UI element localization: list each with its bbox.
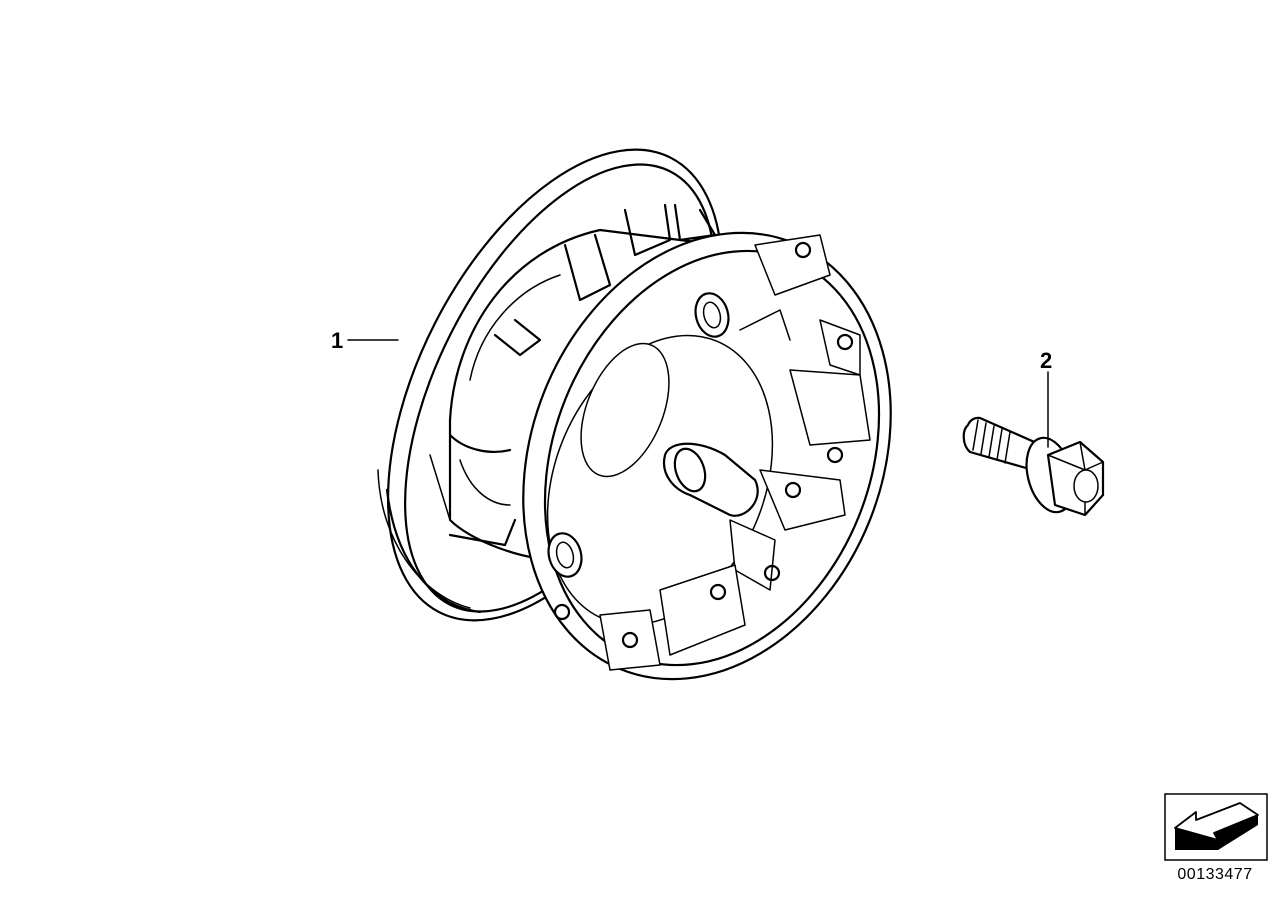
- diagram-id: 00133477: [1177, 866, 1253, 883]
- callout-label-2: 2: [1040, 348, 1052, 373]
- callout-1[interactable]: 1: [331, 328, 399, 353]
- wheel-hub-face: [546, 234, 871, 671]
- callout-label-1: 1: [331, 328, 343, 353]
- wheel-bolt-part[interactable]: [962, 416, 1105, 518]
- callout-2[interactable]: 2: [1040, 348, 1052, 448]
- wheel-rim-part[interactable]: [319, 97, 955, 735]
- arrow-down-left-icon: [1164, 793, 1268, 861]
